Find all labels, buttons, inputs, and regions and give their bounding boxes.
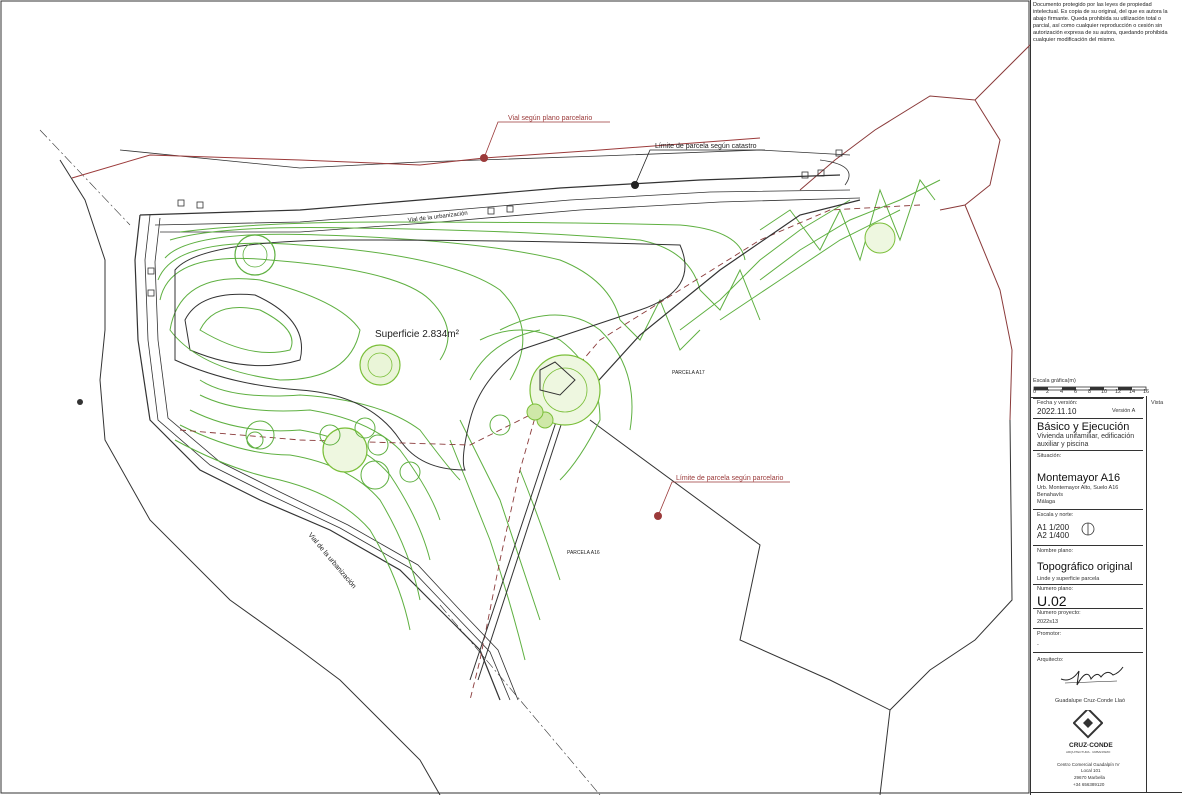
address-line4: +34 656389120 <box>1073 782 1105 787</box>
outer-boundary-right <box>799 44 1030 421</box>
road-left-inner <box>134 214 501 701</box>
nombre-label: Nombre plano: <box>1037 548 1074 554</box>
label-superficie: Superficie 2.834m² <box>375 329 460 340</box>
project-subtitle: Vivienda unifamiliar, edificación auxili… <box>1037 433 1135 448</box>
row-divider <box>1033 545 1143 546</box>
trees <box>234 222 896 490</box>
row-divider <box>1033 608 1143 609</box>
lower-boundary <box>589 419 1013 711</box>
promotor-value: - <box>1037 642 1039 648</box>
project-title: Básico y Ejecución <box>1037 421 1130 433</box>
proyecto-value: 2022s13 <box>1037 619 1059 625</box>
cruz-conde-logo-icon <box>1073 710 1103 739</box>
proyecto-label: Numero proyecto: <box>1037 610 1081 616</box>
numero-label: Numero plano: <box>1037 586 1074 592</box>
situacion-line2: Benahavís <box>1037 492 1063 498</box>
legal-notice: Documento protegido por las leyes de pro… <box>1033 2 1168 43</box>
promotor-label: Promotor: <box>1037 631 1062 637</box>
situacion-line3: Málaga <box>1037 499 1056 505</box>
plan-border <box>0 0 1030 794</box>
scale-tick: 12 <box>1115 389 1122 395</box>
signature-icon <box>1060 666 1124 686</box>
logo-text: CRUZ·CONDE <box>1069 742 1113 749</box>
label-vial-parcelario: Vial según plano parcelario <box>508 115 592 122</box>
nombre-plano: Topográfico original <box>1037 561 1133 573</box>
title-block: Escala gráfica(m) 0 2 4 6 8 10 12 14 16 … <box>1033 378 1179 792</box>
arquitecto-label: Arquitecto: <box>1037 657 1064 663</box>
escala-a1: A1 1/200 <box>1037 523 1070 532</box>
logo-subtext: ARQUITECTURA · URBANISMO <box>1066 750 1111 754</box>
arquitecto-nombre: Guadalupe Cruz-Conde Llaó <box>1055 698 1126 704</box>
address-line3: 29670 Marbella <box>1074 775 1106 780</box>
scale-tick: 2 <box>1046 389 1050 395</box>
scale-tick: 8 <box>1088 389 1092 395</box>
scale-tick: 10 <box>1101 389 1108 395</box>
situacion-line1: Urb. Montemayor Alto, Suelo A16 <box>1037 485 1119 491</box>
situacion-title: Montemayor A16 <box>1037 472 1121 484</box>
escala-label: Escala y norte: <box>1037 512 1074 518</box>
row-divider <box>1033 450 1143 451</box>
label-parcela-a16: PARCELA A16 <box>567 550 600 556</box>
vista-divider <box>1146 396 1147 792</box>
row-divider <box>1033 628 1143 629</box>
label-limite-parcelario: Límite de parcela según parcelario <box>676 475 784 482</box>
row-divider <box>1033 584 1143 585</box>
scale-bar <box>1033 386 1147 391</box>
scale-tick: 0 <box>1033 389 1037 395</box>
contour-thick <box>174 239 686 471</box>
label-parcela-a17: PARCELA A17 <box>672 370 705 376</box>
north-arrow-icon <box>1081 522 1095 536</box>
titleblock-border-top <box>1030 397 1144 398</box>
scale-bar-label: Escala gráfica(m) <box>1033 378 1076 384</box>
vista-label: Vista <box>1151 400 1164 406</box>
dashed-boundary <box>179 204 921 446</box>
situacion-label: Situación: <box>1037 453 1062 459</box>
version-value: Versión A <box>1112 408 1136 414</box>
fecha-value: 2022.11.10 <box>1037 407 1077 416</box>
label-limite-catastro: Límite de parcela según catastro <box>655 143 757 150</box>
row-divider <box>1033 418 1143 419</box>
scale-ticks: 0 2 4 6 8 10 12 14 16 <box>1033 389 1153 397</box>
numero-plano: U.02 <box>1037 593 1067 609</box>
road-top <box>119 149 851 169</box>
topographic-plan: Vial según plano parcelario Límite de pa… <box>0 0 1030 795</box>
scale-tick: 4 <box>1060 389 1064 395</box>
red-vial-line <box>71 137 761 179</box>
titleblock-border-bottom <box>1030 792 1182 793</box>
row-divider <box>1033 398 1143 399</box>
row-divider <box>1033 652 1143 655</box>
row-divider <box>1033 509 1143 510</box>
nombre-sub: Linde y superficie parcela <box>1037 576 1100 582</box>
scale-tick: 6 <box>1074 389 1078 395</box>
scale-tick: 16 <box>1143 389 1150 395</box>
escala-a2: A2 1/400 <box>1037 531 1070 540</box>
scale-tick: 14 <box>1129 389 1136 395</box>
address-line1: Centro Comercial Guadalpín IV <box>1057 762 1120 767</box>
fecha-label: Fecha y versión: <box>1037 400 1078 406</box>
address-line2: Local 101 <box>1081 768 1101 773</box>
road-left-outer <box>59 159 441 795</box>
